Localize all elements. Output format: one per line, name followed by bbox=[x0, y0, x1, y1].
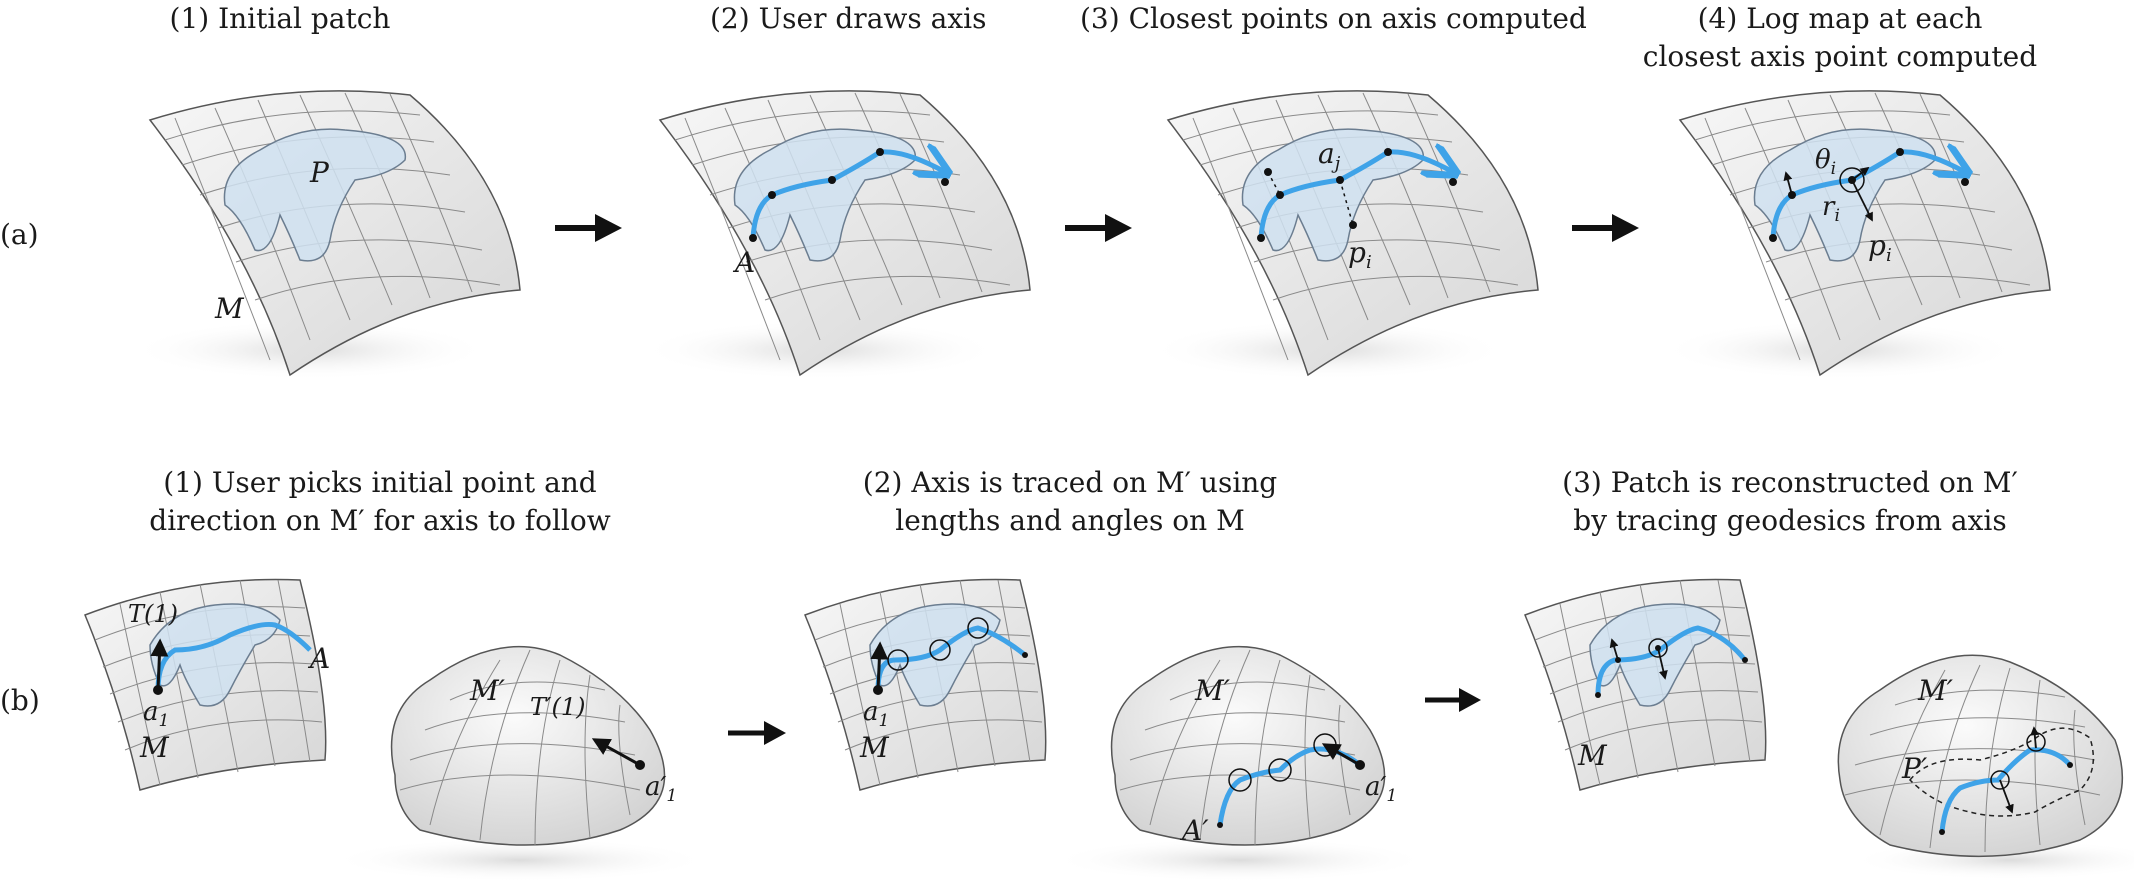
panel-b1-surface-M: T(1) A a1 M bbox=[84, 578, 330, 791]
arrow-b1-b2 bbox=[728, 721, 786, 745]
panel-b2-surface-Mprime: M′ a′1 A′ bbox=[1050, 645, 1430, 882]
arrow-a1-a2 bbox=[555, 214, 622, 242]
caption-a2: (2) User draws axis bbox=[710, 2, 987, 35]
label-Mprime: M′ bbox=[1917, 674, 1954, 707]
label-r: ri bbox=[1822, 192, 1840, 226]
label-M: M bbox=[214, 292, 245, 325]
panel-a1: P M bbox=[130, 90, 521, 380]
label-pi: pi bbox=[1348, 236, 1372, 273]
label-Mprime: M′ bbox=[469, 674, 506, 707]
label-p: pi bbox=[1868, 229, 1892, 266]
label-M: M bbox=[1577, 739, 1608, 772]
caption-b2-line1: (2) Axis is traced on M′ using bbox=[862, 466, 1278, 499]
label-Tprime1: T′(1) bbox=[530, 693, 585, 721]
panel-a4: θi ri pi bbox=[1660, 90, 2051, 380]
row-label-a: (a) bbox=[0, 218, 39, 251]
panel-b3-surface-M: M bbox=[1524, 578, 1767, 791]
label-theta: θi bbox=[1815, 145, 1836, 179]
label-a1: a1 bbox=[863, 697, 889, 731]
label-T1: T(1) bbox=[128, 600, 178, 628]
panel-a2: A bbox=[640, 90, 1031, 380]
label-A: A bbox=[732, 246, 755, 279]
label-a1prime: a′1 bbox=[1365, 772, 1397, 806]
arrow-a3-a4 bbox=[1572, 214, 1639, 242]
label-aj: aj bbox=[1318, 137, 1341, 174]
patch-P bbox=[223, 128, 407, 262]
label-M: M bbox=[859, 731, 890, 764]
panel-b1-surface-Mprime: M′ T′(1) a′1 bbox=[330, 645, 710, 882]
panel-b3-surface-Mprime: M′ P′ bbox=[1837, 654, 2134, 880]
caption-b3-line2: by tracing geodesics from axis bbox=[1573, 504, 2007, 537]
label-Mprime: M′ bbox=[1194, 674, 1231, 707]
patch-Pprime bbox=[1908, 727, 2095, 817]
caption-a1: (1) Initial patch bbox=[169, 2, 391, 35]
row-label-b: (b) bbox=[0, 684, 40, 717]
caption-a3: (3) Closest points on axis computed bbox=[1080, 2, 1587, 35]
label-M: M bbox=[139, 731, 170, 764]
label-P: P bbox=[309, 156, 330, 189]
caption-a4-line2: closest axis point computed bbox=[1642, 40, 2038, 73]
arrow-b2-b3 bbox=[1425, 688, 1481, 712]
label-A: A bbox=[307, 642, 330, 675]
caption-b3-line1: (3) Patch is reconstructed on M′ bbox=[1562, 466, 2018, 499]
label-a1prime: a′1 bbox=[645, 772, 677, 806]
panel-b2-surface-M: a1 M bbox=[804, 578, 1047, 791]
label-Aprime: A′ bbox=[1179, 814, 1209, 847]
panel-a3: aj pi bbox=[1148, 90, 1539, 380]
caption-a4-line1: (4) Log map at each bbox=[1697, 2, 1983, 35]
caption-b1-line1: (1) User picks initial point and bbox=[163, 466, 597, 499]
arrow-a2-a3 bbox=[1065, 214, 1132, 242]
label-a1: a1 bbox=[143, 697, 169, 731]
label-Pprime: P′ bbox=[1901, 752, 1928, 785]
caption-b2-line2: lengths and angles on M bbox=[895, 504, 1245, 537]
caption-b1-line2: direction on M′ for axis to follow bbox=[149, 504, 611, 537]
